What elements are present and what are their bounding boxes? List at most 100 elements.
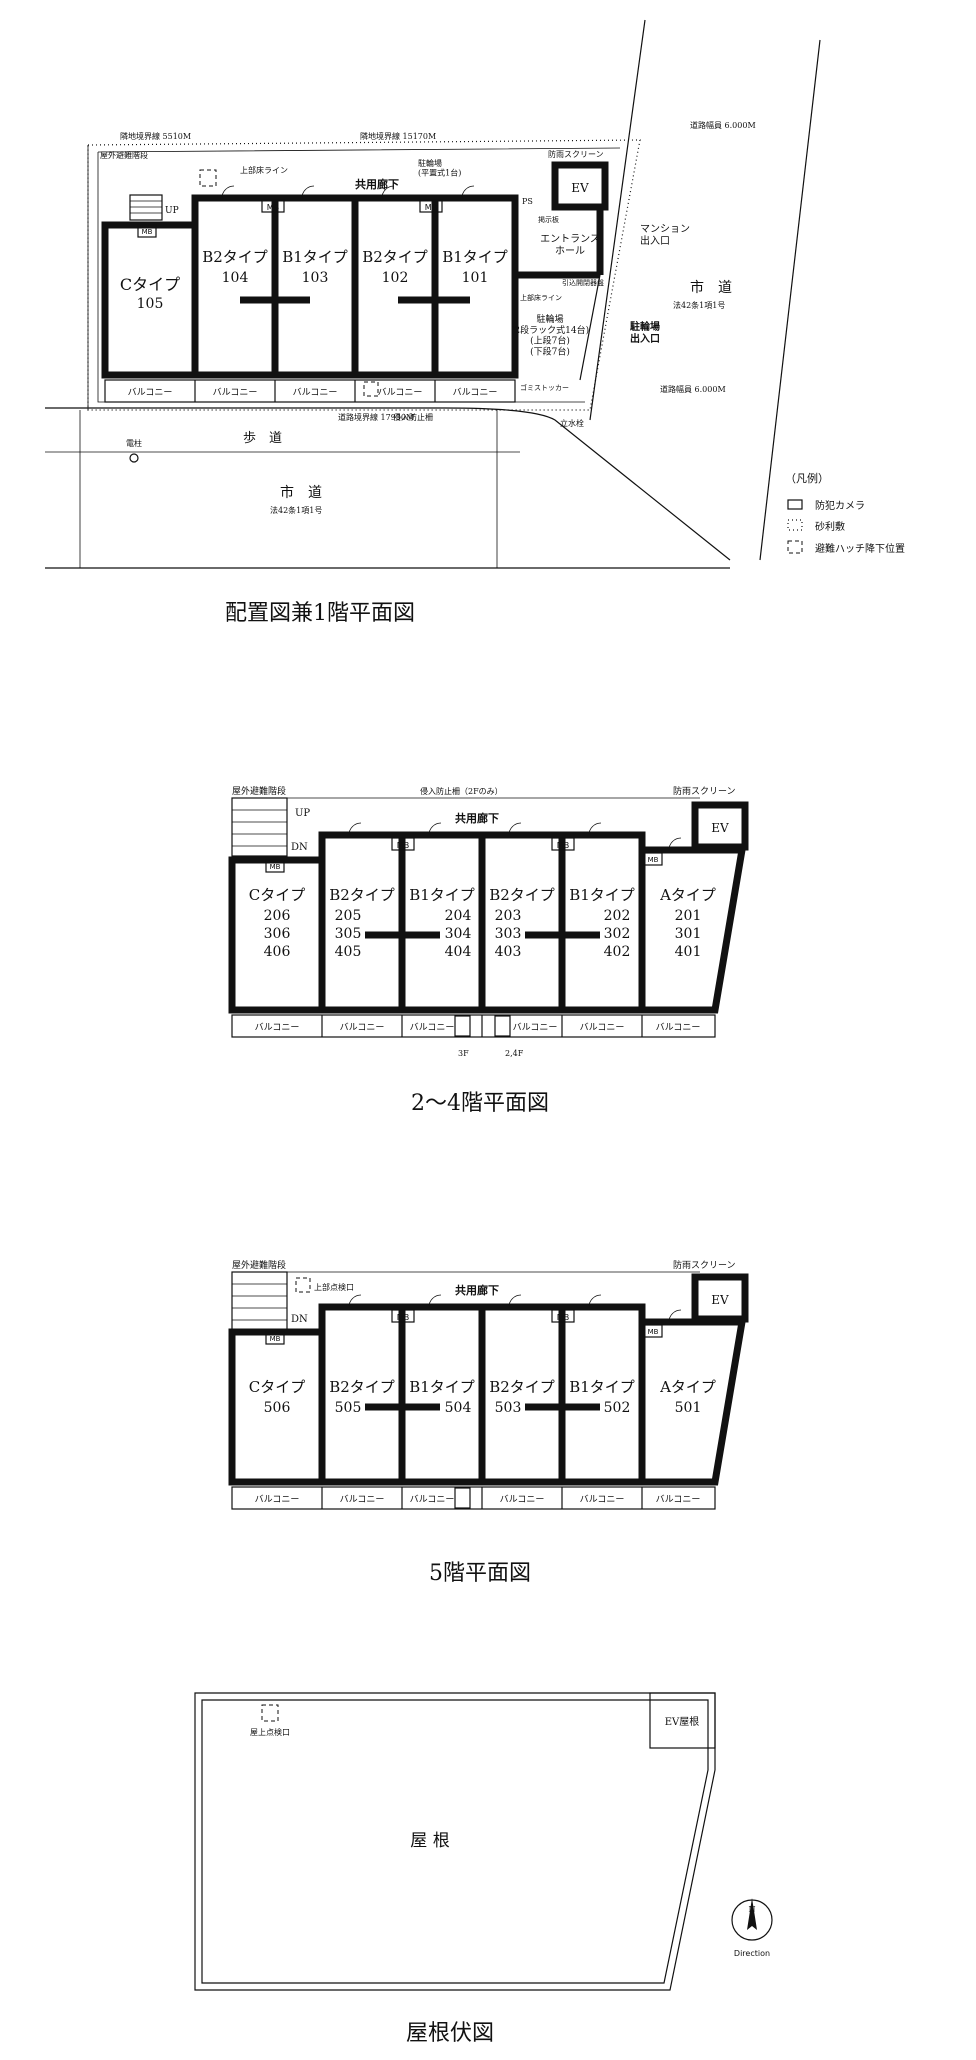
plan1-title: 配置図兼1階平面図 xyxy=(225,601,415,626)
mb-label: MB xyxy=(648,1328,659,1336)
stairs-box xyxy=(231,797,288,857)
bicycle-flat-label: 駐輪場(平置式1台) xyxy=(418,158,461,178)
mb-label: MB xyxy=(397,1313,409,1322)
unit-number-label: 303 xyxy=(495,926,522,942)
balcony-label: バルコニー xyxy=(580,1494,625,1505)
balcony-label: バルコニー xyxy=(128,387,173,398)
door-swing-icon xyxy=(588,822,602,836)
bicycle-rack-label: 駐輪場(2段ラック式14台)(上段7台)(下段7台) xyxy=(511,313,589,357)
compass-n-label: N xyxy=(749,1905,756,1914)
unit-number-label: 504 xyxy=(445,1400,472,1416)
unit-type-label: B1タイプ xyxy=(282,248,348,266)
unit-wall-104 xyxy=(191,194,279,379)
unit-type-label: B1タイプ xyxy=(442,248,508,266)
garbage-label: ゴミストッカー xyxy=(520,383,569,392)
legend-item: 防犯カメラ xyxy=(815,499,865,512)
roof-inspection-label: 屋上点検口 xyxy=(250,1727,290,1737)
mb-box xyxy=(643,1324,663,1338)
unit-type-label: Aタイプ xyxy=(659,1378,716,1396)
unit-number-label: 105 xyxy=(137,296,164,312)
city-road-right-sub: 法42条1項1号 xyxy=(673,300,725,310)
mb-label: MB xyxy=(425,203,437,212)
door-swing-icon xyxy=(428,1294,442,1308)
balcony-label: バルコニー xyxy=(453,387,498,398)
partition-cross xyxy=(365,920,440,950)
partition-cross xyxy=(398,285,470,320)
unit-type-label: B1タイプ xyxy=(569,1378,635,1396)
legend-item: 砂利敷 xyxy=(815,520,845,533)
unit-number-label: 201 xyxy=(675,908,702,924)
legend: （凡例） 防犯カメラ 砂利敷 避難ハッチ降下位置 xyxy=(785,471,905,555)
partition-cross xyxy=(240,285,310,320)
door-swing-icon xyxy=(221,185,235,199)
evacuation-hatch-icon xyxy=(199,169,217,187)
balcony-label: バルコニー xyxy=(656,1022,701,1033)
tap-label: 立水栓 xyxy=(560,418,584,428)
unit-type-label: Cタイプ xyxy=(249,1378,305,1396)
unit-number-label: 306 xyxy=(264,926,291,942)
emergency-stairs-label: 屋外避難階段 xyxy=(232,785,286,797)
unit-206: Cタイプ 206 306 406 xyxy=(249,886,305,960)
inspection-label: 上部点検口 xyxy=(314,1282,354,1292)
evacuation-hatch-icon xyxy=(454,1487,471,1509)
door-swing-icon xyxy=(461,185,475,199)
balcony-label: バルコニー xyxy=(293,387,338,398)
hatch-24f-label: 2,4F xyxy=(505,1049,524,1058)
balcony-label: バルコニー xyxy=(213,387,258,398)
unit-number-label: 202 xyxy=(604,908,631,924)
emergency-stairs-label: 屋外避難階段 xyxy=(232,1259,286,1271)
unit-type-label: B1タイプ xyxy=(409,886,475,904)
unit-204: B1タイプ 204 304 404 xyxy=(409,886,475,960)
mb-label: MB xyxy=(270,1335,281,1343)
gravel-icon xyxy=(787,519,803,531)
unit-number-label: 301 xyxy=(675,926,702,942)
mb-box xyxy=(265,859,285,873)
mb-box xyxy=(419,199,443,213)
unit-type-label: Cタイプ xyxy=(249,886,305,904)
roof-title: 屋根伏図 xyxy=(406,2021,494,2046)
unit-type-label: Cタイプ xyxy=(120,275,180,294)
mailbox-label: 引込開閉器盤 xyxy=(562,278,604,287)
unit-wall-103 xyxy=(271,194,359,379)
door-swing-icon xyxy=(588,1294,602,1308)
unit-number-label: 206 xyxy=(264,908,291,924)
unit-type-label: B1タイプ xyxy=(409,1378,475,1396)
unit-type-label: B2タイプ xyxy=(202,248,268,266)
unit-number-label: 403 xyxy=(495,944,522,960)
bicycle-area-edge xyxy=(579,274,601,381)
unit-number-label: 503 xyxy=(495,1400,522,1416)
shared-corridor-label: 共用廊下 xyxy=(455,1283,499,1297)
balcony-label: バルコニー xyxy=(340,1494,385,1505)
balcony-strip-2f xyxy=(231,1014,716,1038)
mb-label: MB xyxy=(270,863,281,871)
unit-type-label: B2タイプ xyxy=(329,1378,395,1396)
shared-corridor-label: 共用廊下 xyxy=(355,177,399,191)
balcony-strip xyxy=(104,379,516,403)
road-width-top-label: 道路幅員 6.000M xyxy=(690,120,756,130)
unit-number-label: 501 xyxy=(675,1400,702,1416)
ev-label: EV xyxy=(711,821,729,835)
roof-plan: EV屋根 屋上点検口 屋 根 N Direction 屋根伏図 xyxy=(194,1692,773,2046)
unit-type-label: Aタイプ xyxy=(659,886,716,904)
mb-box xyxy=(137,224,157,238)
door-swing-icon xyxy=(668,1309,682,1323)
dn-label: DN xyxy=(291,1314,308,1325)
rain-screen-label: 防雨スクリーン xyxy=(673,785,736,797)
rain-screen-label: 防雨スクリーン xyxy=(548,149,604,159)
unit-number-label: 205 xyxy=(335,908,362,924)
ev-label: EV xyxy=(571,181,589,195)
compass-icon: N Direction xyxy=(731,1898,773,1958)
unit-number-label: 405 xyxy=(335,944,362,960)
unit-type-label: B2タイプ xyxy=(362,248,428,266)
mb-box xyxy=(551,1309,575,1323)
unit-number-label: 204 xyxy=(445,908,472,924)
mb-label: MB xyxy=(648,856,659,864)
door-swing-icon xyxy=(348,822,362,836)
city-road-bottom-sub: 法42条1項1号 xyxy=(270,505,322,515)
legend-item: 避難ハッチ降下位置 xyxy=(815,542,905,555)
unit-number-label: 305 xyxy=(335,926,362,942)
mb-label: MB xyxy=(267,203,279,212)
right-road-edge-line xyxy=(589,19,646,421)
mansion-entrance-label: マンション出入口 xyxy=(640,224,690,247)
entrance-hall-label: エントランスホール xyxy=(540,233,600,257)
